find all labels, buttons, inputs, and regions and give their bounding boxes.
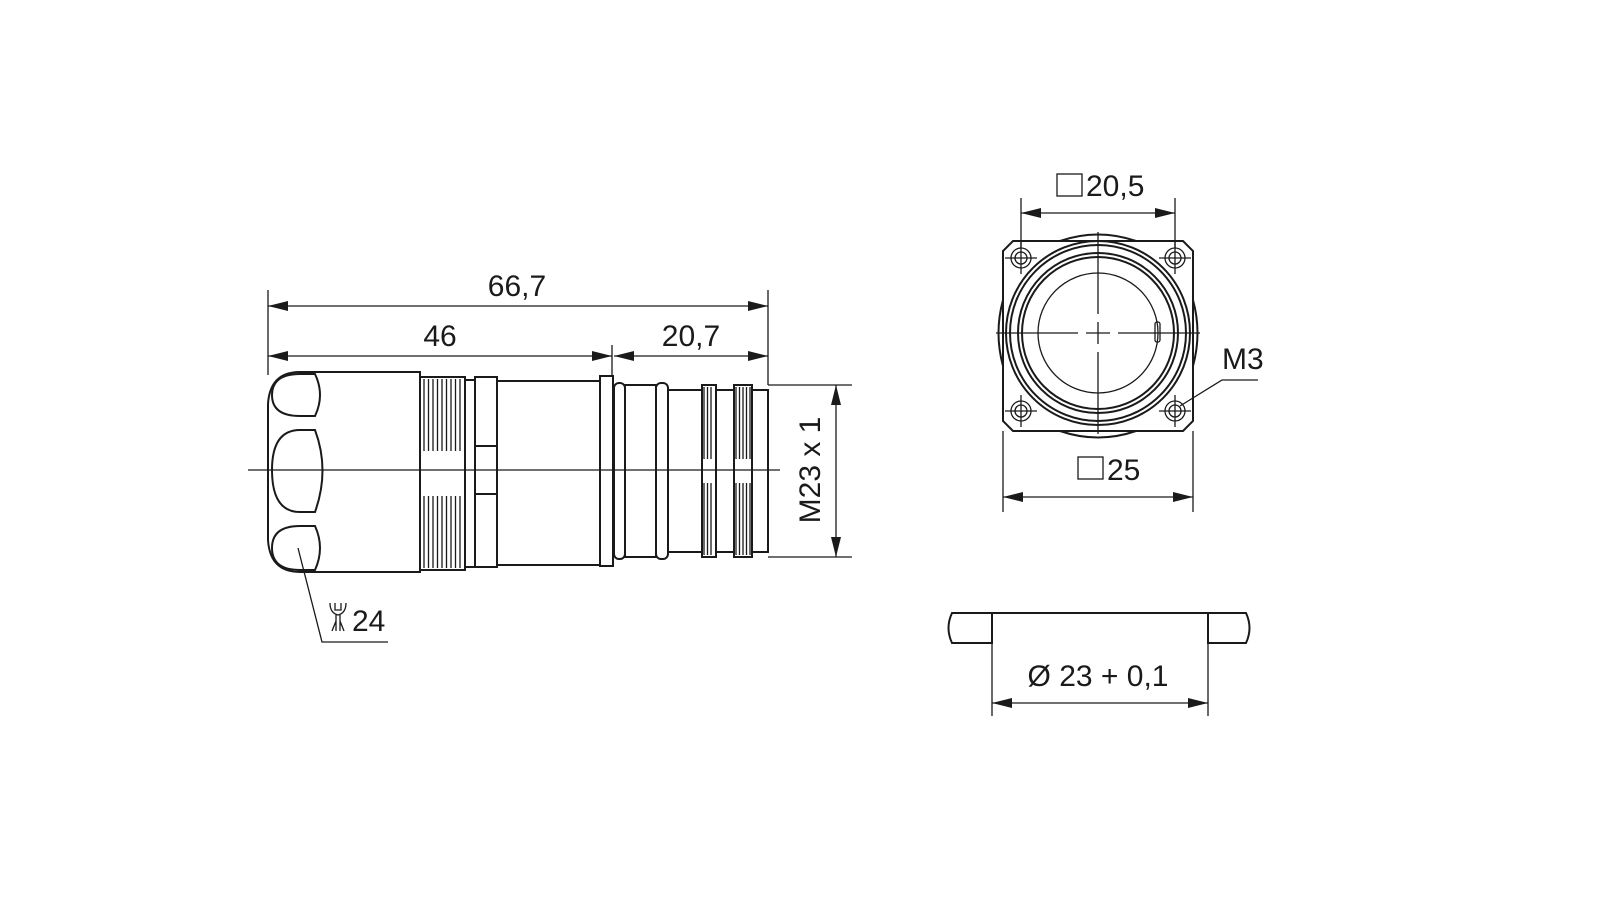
flange bbox=[599, 375, 614, 567]
thread-label: M23 x 1 bbox=[794, 417, 827, 524]
mating-length-label: 20,7 bbox=[662, 320, 720, 353]
square-flange bbox=[1002, 240, 1194, 432]
nut-lobe bbox=[270, 525, 321, 571]
hatched-section bbox=[947, 612, 993, 644]
nut-lobe bbox=[270, 429, 324, 513]
o-ring bbox=[655, 382, 669, 560]
hatched-section bbox=[1207, 612, 1251, 644]
coupling-nut bbox=[267, 371, 421, 573]
o-ring bbox=[613, 382, 626, 560]
nut-lobe bbox=[270, 373, 321, 417]
hex-nut bbox=[474, 376, 498, 568]
flange-size-label: 25 bbox=[1107, 454, 1140, 487]
centerlines bbox=[996, 232, 1200, 434]
body-length-label: 46 bbox=[423, 320, 456, 353]
wrench-size-label: 24 bbox=[352, 605, 385, 638]
screw-thread-label: M3 bbox=[1222, 343, 1264, 376]
hole-spacing-label: 20,5 bbox=[1086, 170, 1144, 203]
front-dimensions: 20,5 25 M3 bbox=[1002, 170, 1264, 512]
front-view bbox=[996, 232, 1200, 439]
cutout-dimension: Ø 23 + 0,1 bbox=[991, 643, 1209, 716]
square-symbol-icon bbox=[1077, 456, 1104, 480]
thread-section bbox=[419, 376, 466, 571]
overall-length-label: 66,7 bbox=[488, 270, 546, 303]
side-dimensions: 66,7 46 20,7 M23 x 1 24 bbox=[267, 270, 852, 643]
cutout-diameter-label: Ø 23 + 0,1 bbox=[1028, 660, 1169, 693]
panel-cutout-section bbox=[947, 612, 1251, 644]
side-view bbox=[248, 371, 780, 573]
sleeve bbox=[496, 380, 601, 566]
wrench-icon bbox=[329, 602, 347, 632]
square-symbol-icon bbox=[1056, 173, 1083, 197]
